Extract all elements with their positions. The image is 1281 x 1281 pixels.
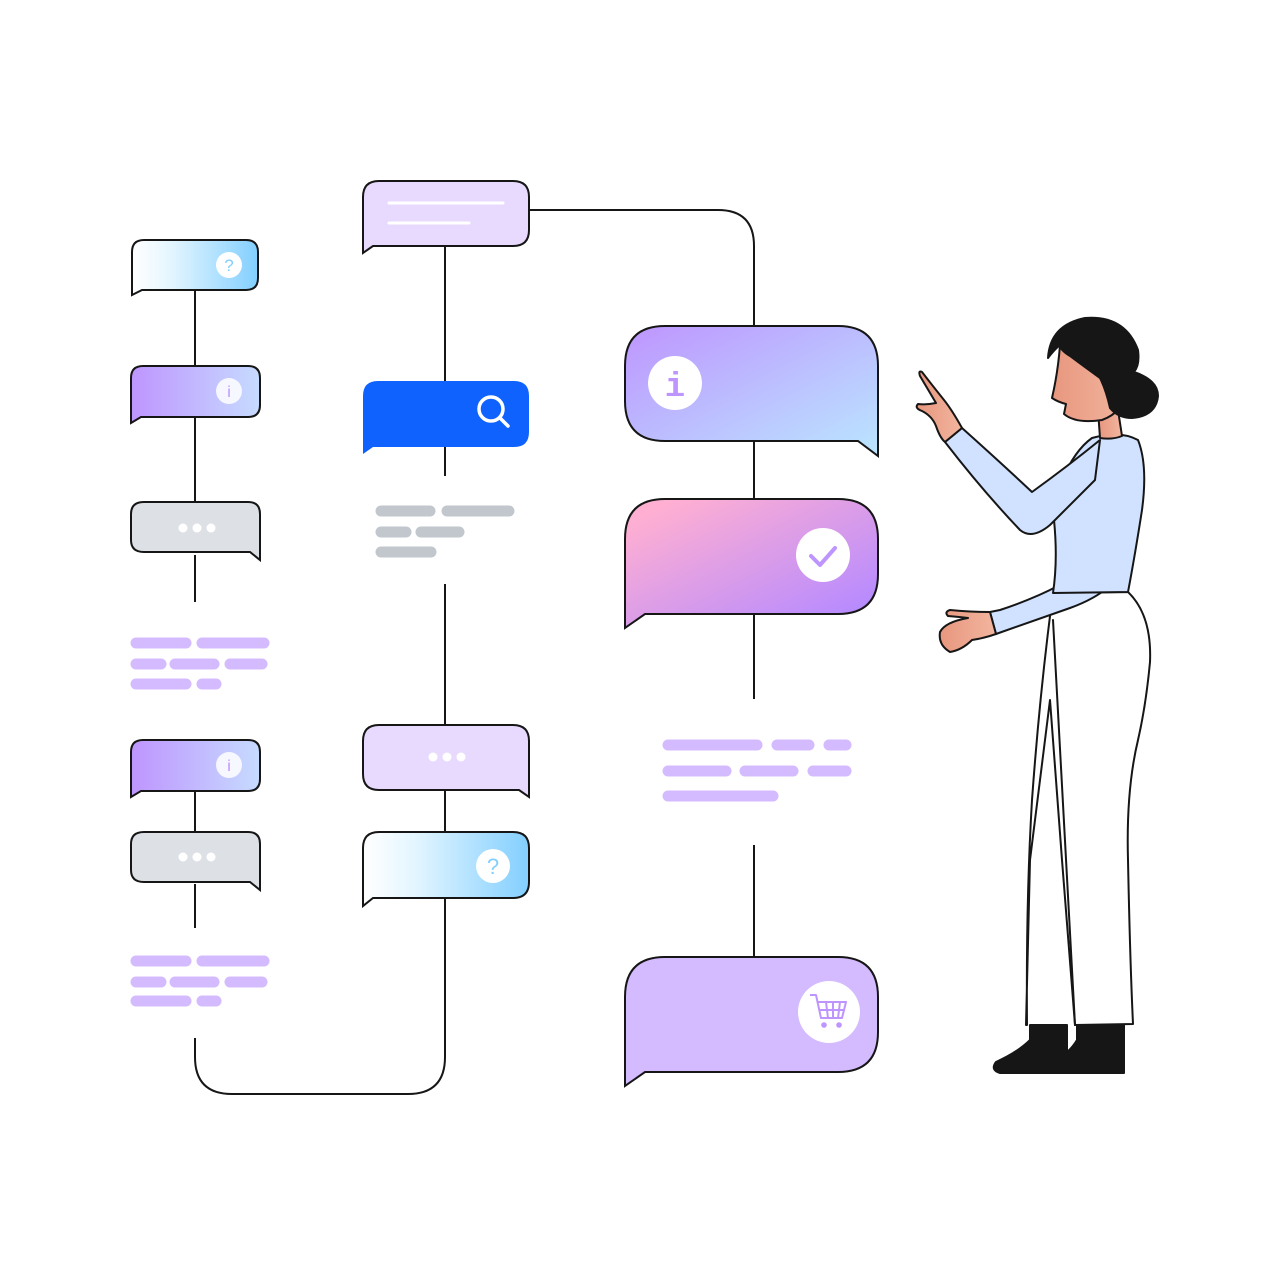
- woman-figure: [915, 316, 1159, 1074]
- bubble-cart-large: [624, 956, 879, 1088]
- bubble-search-blue: [363, 381, 529, 454]
- bubble-info-large: i: [624, 325, 879, 458]
- question-icon: ?: [216, 252, 242, 278]
- typing-dots-icon: [428, 752, 466, 762]
- left-shoe: [992, 1024, 1068, 1074]
- search-icon: [477, 395, 510, 428]
- text-lines-gray: [375, 505, 515, 558]
- question-glyph: ?: [224, 256, 233, 275]
- text-lines-lilac-3: [662, 739, 852, 802]
- bubble-typing-gray-2: [130, 831, 261, 893]
- bubble-info-small-2: i: [130, 739, 261, 799]
- text-lines-lilac-2: [130, 955, 270, 1007]
- bubble-typing-gray: [130, 501, 261, 563]
- bubble-top-text: [362, 180, 530, 255]
- raised-hand: [915, 370, 963, 443]
- right-shoe: [1050, 1024, 1125, 1074]
- info-glyph: i: [665, 369, 685, 407]
- shopping-cart-icon: [798, 981, 860, 1043]
- connector-lines: [194, 209, 755, 1095]
- bubble-confirm-pink: [624, 498, 879, 630]
- text-lines-lilac: [130, 637, 270, 690]
- lower-hand: [938, 609, 997, 653]
- typing-dots-icon: [178, 523, 216, 533]
- bubble-question-medium: ?: [362, 831, 530, 909]
- bubble-info-small: i: [130, 365, 261, 425]
- bubble-question-small: ?: [131, 239, 259, 297]
- info-icon: i: [648, 356, 702, 410]
- question-glyph: ?: [487, 854, 499, 879]
- typing-dots-icon: [178, 852, 216, 862]
- trousers: [1025, 591, 1152, 1026]
- checkmark-icon: [796, 528, 850, 582]
- hair: [1047, 316, 1159, 419]
- info-glyph: i: [227, 384, 231, 401]
- info-glyph: i: [227, 758, 231, 775]
- info-icon: i: [216, 752, 242, 778]
- bubble-typing-lavender: [362, 724, 530, 799]
- question-icon: ?: [476, 849, 510, 883]
- info-icon: i: [216, 378, 242, 404]
